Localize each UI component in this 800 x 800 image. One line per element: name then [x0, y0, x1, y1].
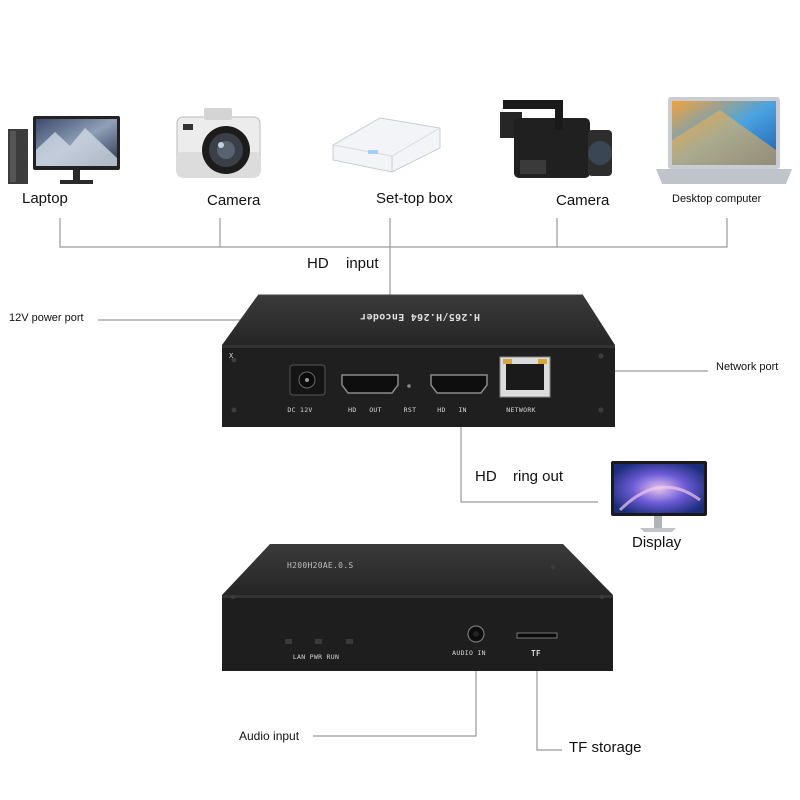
hd-in-port [430, 374, 488, 394]
laptop-icon [656, 97, 792, 184]
rear-encoder-device [222, 544, 613, 671]
front-encoder-device [222, 294, 615, 427]
display-monitor-icon [611, 461, 707, 532]
power-port-callout: 12V power port [9, 312, 84, 324]
tf-slot [516, 632, 558, 639]
display-label: Display [632, 534, 682, 551]
audio-in-label: AUDIO IN [452, 649, 486, 657]
leds-label: LAN PWR RUN [293, 653, 339, 661]
run-led [346, 639, 353, 644]
audio-input-callout: Audio input [239, 729, 300, 743]
ring-out-word-text: ring out [513, 468, 564, 485]
front-top-text: H.265/H.264 Encoder [360, 311, 480, 322]
rear-top-text: H200H20AE.0.S [287, 561, 354, 570]
ring-out-hd-text: HD [475, 468, 497, 485]
tf-line [536, 652, 562, 751]
dc-port-label: DC 12V [287, 406, 312, 414]
audio-line [313, 640, 477, 737]
camcorder-icon [500, 100, 612, 178]
source-label-desktop-computer: Desktop computer [672, 193, 762, 205]
source-bus-line [59, 218, 728, 248]
pwr-led [315, 639, 322, 644]
hd-out-port [341, 374, 399, 394]
desktop-pc-icon [8, 116, 120, 184]
source-label-set-top-box: Set-top box [376, 190, 453, 207]
source-label-laptop: Laptop [22, 190, 68, 207]
source-label-camcorder: Camera [556, 192, 610, 209]
network-label: NETWORK [506, 406, 536, 414]
tf-panel-label: TF [531, 649, 541, 658]
source-label-camera: Camera [207, 192, 261, 209]
mirrorless-camera-icon [176, 108, 261, 178]
hd-out-label: HD OUT [348, 406, 382, 414]
rst-label: RST [404, 406, 417, 414]
front-corner-mark: X [229, 352, 234, 360]
set-top-box-icon [332, 117, 441, 173]
lan-led [285, 639, 292, 644]
input-hd-text: HD [307, 255, 329, 272]
input-word-text: input [346, 255, 379, 272]
tf-storage-callout: TF storage [569, 739, 642, 756]
hd-in-label: HD IN [437, 406, 467, 414]
network-port-callout: Network port [716, 361, 779, 373]
ring-out-line [460, 412, 598, 503]
